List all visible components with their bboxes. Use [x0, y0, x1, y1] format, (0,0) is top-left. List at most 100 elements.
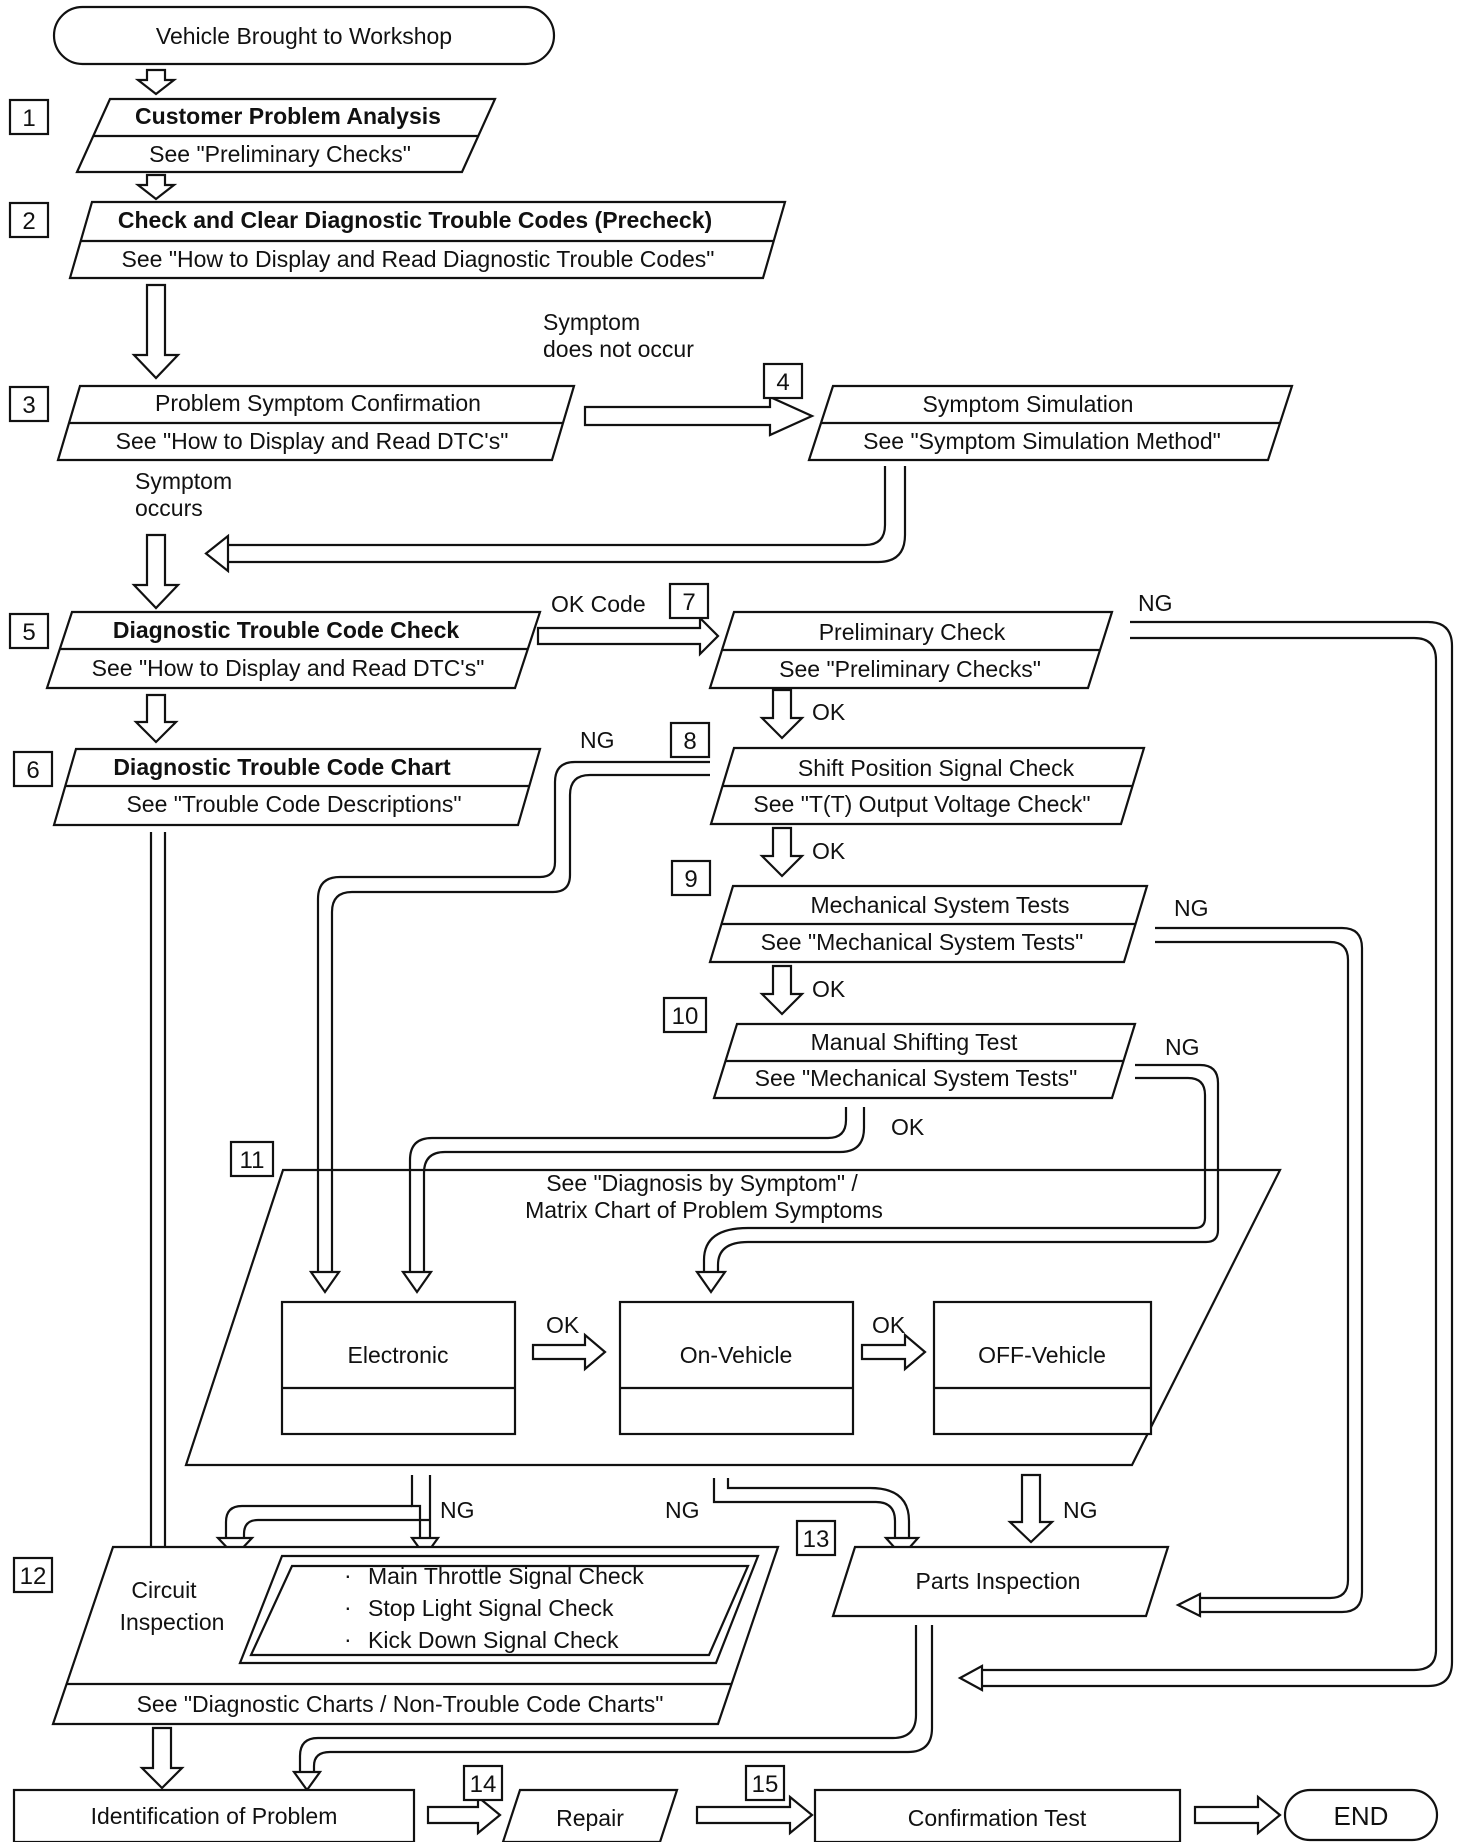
step-5: 5 Diagnostic Trouble Code Check See "How… — [8, 610, 542, 690]
label-8-ok: OK — [812, 838, 846, 864]
step-3-number: 3 — [22, 392, 35, 419]
label-ok-code: OK Code — [551, 591, 646, 617]
label-10-ng: NG — [1165, 1034, 1200, 1060]
step-15: 15 Confirmation Test — [744, 1764, 1182, 1842]
step-2: 2 Check and Clear Diagnostic Trouble Cod… — [8, 200, 787, 280]
box-off-vehicle: OFF-Vehicle — [932, 1300, 1153, 1436]
arrow-2-to-3 — [131, 283, 181, 380]
step-12-item-3: Kick Down Signal Check — [368, 1627, 619, 1653]
step-14: 14 Repair — [462, 1764, 679, 1842]
step-13-number: 13 — [803, 1526, 830, 1553]
step-12: 12 Circuit Inspection · Main Throttle Si… — [12, 1545, 780, 1726]
step-7-ref: See "Preliminary Checks" — [779, 656, 1041, 682]
step-3: 3 Problem Symptom Confirmation See "How … — [8, 384, 576, 462]
label-electronic-ng: NG — [440, 1497, 475, 1523]
label-offvehicle-ng: NG — [1063, 1497, 1098, 1523]
route-electronic-ng — [215, 1475, 441, 1558]
step-2-ref: See "How to Display and Read Diagnostic … — [122, 246, 715, 272]
step-1-ref: See "Preliminary Checks" — [149, 141, 411, 167]
step-15-title: Confirmation Test — [908, 1805, 1087, 1831]
label-symptom-not-occur-1: Symptom — [543, 309, 640, 335]
route-9-ng — [1155, 926, 1364, 1618]
arrow-offvehicle-ng — [1007, 1473, 1055, 1544]
connectors — [131, 68, 1454, 1836]
route-6-down — [141, 832, 175, 1582]
step-12-item-2: Stop Light Signal Check — [368, 1595, 614, 1621]
identification-box: Identification of Problem — [12, 1788, 416, 1842]
step-8: 8 Shift Position Signal Check See "T(T) … — [669, 721, 1146, 826]
arrow-9-to-10 — [759, 964, 805, 1016]
arrow-7-to-8 — [759, 688, 805, 740]
step-11-ref-line1: See "Diagnosis by Symptom" / — [546, 1170, 858, 1196]
label-symptom-occurs-2: occurs — [135, 495, 203, 521]
step-12-item-1: Main Throttle Signal Check — [368, 1563, 644, 1589]
step-12-title-line2: Inspection — [120, 1609, 225, 1635]
route-7-ng — [957, 620, 1454, 1692]
label-electronic-ok: OK — [546, 1312, 580, 1338]
arrow-start-to-1 — [134, 68, 178, 96]
arrow-onvehicle-to-offvehicle — [860, 1332, 927, 1372]
arrow-electronic-to-onvehicle — [531, 1332, 607, 1372]
step-6: 6 Diagnostic Trouble Code Chart See "Tro… — [12, 747, 542, 827]
step-7: 7 Preliminary Check See "Preliminary Che… — [668, 582, 1114, 690]
step-8-ref: See "T(T) Output Voltage Check" — [753, 791, 1090, 817]
step-6-title: Diagnostic Trouble Code Chart — [113, 754, 451, 780]
step-8-number: 8 — [683, 728, 696, 755]
label-symptom-not-occur-2: does not occur — [543, 336, 694, 362]
step-4: 4 Symptom Simulation See "Symptom Simula… — [762, 362, 1294, 462]
end-terminal: END — [1283, 1788, 1439, 1842]
step-3-title: Problem Symptom Confirmation — [155, 390, 481, 416]
route-10-ng — [694, 1063, 1220, 1294]
step-12-bullet-2: · — [344, 1594, 352, 1620]
step-5-number: 5 — [22, 619, 35, 646]
step-14-title: Repair — [556, 1805, 624, 1831]
step-10-ref: See "Mechanical System Tests" — [755, 1065, 1078, 1091]
step-7-number: 7 — [682, 589, 695, 616]
step-2-number: 2 — [22, 208, 35, 235]
step-14-number: 14 — [470, 1771, 497, 1798]
step-12-ref: See "Diagnostic Charts / Non-Trouble Cod… — [137, 1691, 664, 1717]
step-9-title: Mechanical System Tests — [810, 892, 1069, 918]
label-7-ng: NG — [1138, 590, 1173, 616]
route-10-ok — [400, 1107, 866, 1294]
box-electronic: Electronic — [280, 1300, 517, 1436]
arrow-occurs-to-5 — [131, 533, 181, 610]
arrow-15-to-end — [1193, 1794, 1282, 1836]
step-5-title: Diagnostic Trouble Code Check — [113, 617, 460, 643]
step-12-number: 12 — [20, 1563, 47, 1590]
step-1: 1 Customer Problem Analysis See "Prelimi… — [8, 97, 497, 174]
arrow-3-to-4 — [583, 395, 815, 437]
step-13: 13 Parts Inspection — [795, 1519, 1170, 1618]
step-15-number: 15 — [752, 1771, 779, 1798]
label-onvehicle-ok: OK — [872, 1312, 906, 1338]
step-6-ref: See "Trouble Code Descriptions" — [126, 791, 461, 817]
step-4-number: 4 — [776, 369, 789, 396]
step-11-ref-line2: Matrix Chart of Problem Symptoms — [525, 1197, 883, 1223]
step-9-ref: See "Mechanical System Tests" — [761, 929, 1084, 955]
box-on-vehicle: On-Vehicle — [618, 1300, 855, 1436]
arrow-1-to-2 — [134, 173, 178, 201]
step-7-title: Preliminary Check — [819, 619, 1006, 645]
step-6-number: 6 — [26, 757, 39, 784]
step-10: 10 Manual Shifting Test See "Mechanical … — [662, 996, 1137, 1100]
arrow-identification-to-14 — [426, 1794, 502, 1836]
end-label: END — [1334, 1801, 1389, 1831]
step-8-title: Shift Position Signal Check — [798, 755, 1075, 781]
arrow-8-to-9 — [759, 826, 805, 878]
step-9: 9 Mechanical System Tests See "Mechanica… — [670, 859, 1149, 964]
arrow-5-to-6 — [133, 693, 179, 744]
step-3-ref: See "How to Display and Read DTC's" — [116, 428, 509, 454]
step-4-ref: See "Symptom Simulation Method" — [863, 428, 1221, 454]
box-on-vehicle-label: On-Vehicle — [680, 1342, 793, 1368]
label-9-ok: OK — [812, 976, 846, 1002]
arrow-12-to-identification — [139, 1726, 185, 1790]
route-4-back — [204, 466, 907, 574]
box-off-vehicle-label: OFF-Vehicle — [978, 1342, 1106, 1368]
step-5-ref: See "How to Display and Read DTC's" — [92, 655, 485, 681]
step-2-title: Check and Clear Diagnostic Trouble Codes… — [118, 207, 712, 233]
step-10-number: 10 — [672, 1003, 699, 1030]
arrow-14-to-15 — [695, 1794, 814, 1836]
step-12-bullet-3: · — [344, 1626, 352, 1652]
label-onvehicle-ng: NG — [665, 1497, 700, 1523]
